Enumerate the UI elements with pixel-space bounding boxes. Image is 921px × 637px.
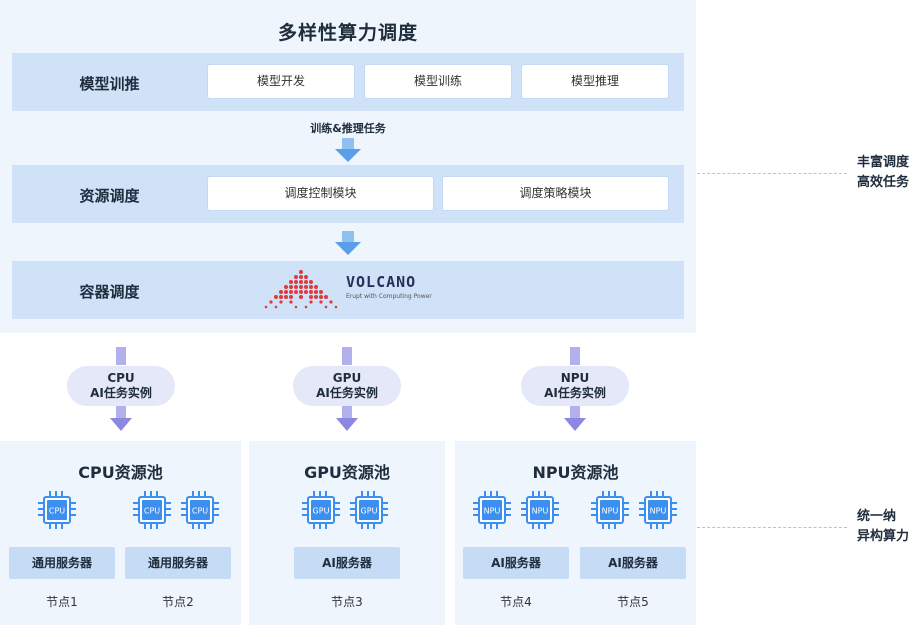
chip-label: NPU xyxy=(602,507,619,516)
model-dev-box: 模型开发 xyxy=(208,65,354,98)
row-title: 容器调度 xyxy=(79,283,140,301)
chip-label: NPU xyxy=(532,507,549,516)
schedule-control-box: 调度控制模块 xyxy=(208,177,433,210)
chip-icon: CPU xyxy=(36,489,78,535)
resource-row: 资源调度 调度控制模块 调度策略模块 xyxy=(12,165,684,223)
down-arrow-icon xyxy=(110,406,132,431)
chip-icon: CPU xyxy=(131,489,173,535)
down-arrow-icon xyxy=(335,231,361,255)
model-train-row: 模型训推 模型开发 模型训练 模型推理 xyxy=(12,53,684,111)
side-label-bottom: 统一纳 异构算力 xyxy=(857,507,909,547)
schedule-policy-box: 调度策略模块 xyxy=(443,177,668,210)
npu-pool: NPU资源池 NPU NPU NPU NPU AI服务器 AI服务器 节点4 节… xyxy=(455,441,696,625)
chip-label: CPU xyxy=(192,507,208,516)
node-label: 节点1 xyxy=(46,595,78,609)
pool-title: NPU资源池 xyxy=(532,463,619,482)
container-row: 容器调度 VOLCANO Erupt with Computing Power xyxy=(12,261,684,319)
arrow-stem xyxy=(116,347,126,365)
arrow-stem xyxy=(342,347,352,365)
chip-icon: NPU xyxy=(589,489,631,535)
down-arrow-icon xyxy=(336,406,358,431)
gpu-task-pill: GPU AI任务实例 xyxy=(293,366,401,406)
node-label: 节点2 xyxy=(162,595,194,609)
chip-icon: NPU xyxy=(519,489,561,535)
npu-task-pill: NPU AI任务实例 xyxy=(521,366,629,406)
side-line: 统一纳 xyxy=(857,509,897,524)
side-label-top: 丰富调度 高效任务 xyxy=(857,153,909,193)
node-label: 节点5 xyxy=(617,595,649,609)
volcano-logo-subtext: Erupt with Computing Power xyxy=(346,293,432,300)
server-box: 通用服务器 xyxy=(9,547,115,579)
arrow-stem xyxy=(570,347,580,365)
chip-icon: NPU xyxy=(637,489,679,535)
dotted-line xyxy=(697,173,847,174)
chip-icon: GPU xyxy=(348,489,390,535)
chip-icon: CPU xyxy=(179,489,221,535)
down-arrow-icon xyxy=(564,406,586,431)
side-line: 丰富调度 xyxy=(857,155,910,170)
page-title: 多样性算力调度 xyxy=(277,22,418,44)
pool-title: CPU资源池 xyxy=(78,463,163,482)
chip-label: NPU xyxy=(484,507,501,516)
node-label: 节点3 xyxy=(331,595,363,609)
row-title: 模型训推 xyxy=(79,75,140,93)
row-title: 资源调度 xyxy=(79,187,140,205)
pool-title: GPU资源池 xyxy=(304,463,390,482)
down-arrow-icon xyxy=(335,138,361,162)
cpu-pool: CPU资源池 CPU CPU CPU 通用服务器 通用服务器 节点1 节点2 xyxy=(0,441,241,625)
chip-label: GPU xyxy=(361,507,378,516)
gpu-pool: GPU资源池 GPU GPU AI服务器 节点3 xyxy=(249,441,445,625)
volcano-logo-icon xyxy=(264,270,338,309)
server-box: 通用服务器 xyxy=(125,547,231,579)
pill-line1: GPU xyxy=(332,371,362,385)
chip-icon: NPU xyxy=(471,489,513,535)
model-train-box: 模型训练 xyxy=(365,65,511,98)
server-box: AI服务器 xyxy=(294,547,400,579)
server-box: AI服务器 xyxy=(580,547,686,579)
chip-label: CPU xyxy=(144,507,160,516)
cpu-task-pill: CPU AI任务实例 xyxy=(67,366,175,406)
side-line: 高效任务 xyxy=(857,175,910,190)
pill-line2: AI任务实例 xyxy=(90,386,152,400)
pill-line1: CPU xyxy=(107,371,135,385)
chip-icon: GPU xyxy=(300,489,342,535)
volcano-logo-text: VOLCANO xyxy=(346,273,417,291)
chip-label: GPU xyxy=(313,507,330,516)
server-box: AI服务器 xyxy=(463,547,569,579)
connector-label: 训练&推理任务 xyxy=(310,122,386,135)
model-infer-box: 模型推理 xyxy=(522,65,668,98)
dotted-line xyxy=(697,527,847,528)
node-label: 节点4 xyxy=(500,595,532,609)
pill-line2: AI任务实例 xyxy=(544,386,606,400)
side-line: 异构算力 xyxy=(857,529,910,544)
pill-line2: AI任务实例 xyxy=(316,386,378,400)
pill-line1: NPU xyxy=(560,371,590,385)
chip-label: CPU xyxy=(49,507,65,516)
chip-label: NPU xyxy=(650,507,667,516)
